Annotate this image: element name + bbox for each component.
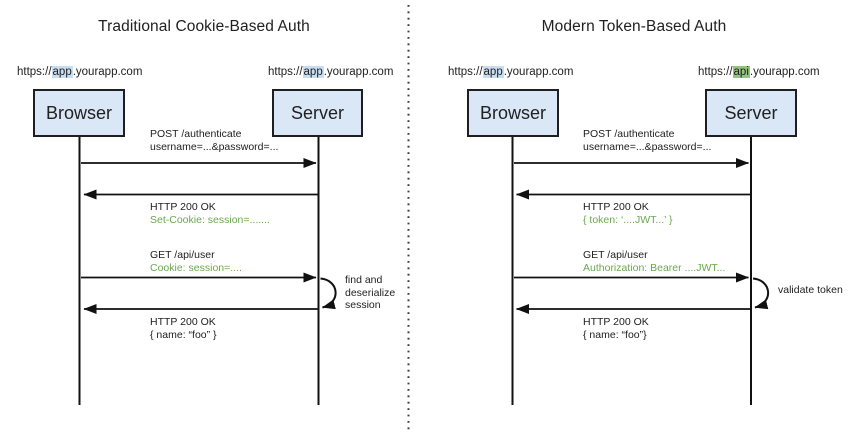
message-ok-token: HTTP 200 OK { token: ‘....JWT...’ } (583, 201, 672, 227)
message-line-highlighted: { token: ‘....JWT...’ } (583, 214, 673, 226)
browser-box-label: Browser (45, 102, 112, 123)
server-note: find and deserialize session (345, 274, 395, 312)
url-suffix: .yourapp.com (72, 66, 143, 78)
message-line: POST /authenticate (150, 128, 242, 140)
message-line: GET /api/user (150, 249, 215, 261)
browser-url-label: https://app.yourapp.com (17, 66, 142, 78)
message-line: { name: “foo”} (583, 329, 647, 341)
server-box-label: Server (290, 102, 344, 123)
note-line: validate token (778, 284, 843, 296)
panel-title: Modern Token-Based Auth (541, 18, 727, 35)
message-get-user: GET /api/user Authorization: Bearer ....… (583, 249, 725, 275)
browser-box: Browser (33, 89, 125, 137)
server-note: validate token (778, 284, 843, 297)
url-prefix: https:// (17, 66, 52, 78)
url-suffix: .yourapp.com (503, 66, 574, 78)
url-suffix: .yourapp.com (749, 66, 820, 78)
server-url-label: https://app.yourapp.com (268, 66, 393, 78)
message-post-auth: POST /authenticate username=...&password… (150, 128, 278, 154)
url-host-highlight: app (302, 66, 324, 78)
message-line: HTTP 200 OK (583, 316, 649, 328)
note-line: find and (345, 274, 383, 286)
message-line: username=...&password=... (583, 141, 712, 153)
message-line: username=...&password=... (150, 141, 279, 153)
message-post-auth: POST /authenticate username=...&password… (583, 128, 711, 154)
message-line-highlighted: Cookie: session=.... (150, 262, 242, 274)
server-url-label: https://api.yourapp.com (698, 66, 820, 78)
message-ok-cookie: HTTP 200 OK Set-Cookie: session=....... (150, 201, 270, 227)
message-line: HTTP 200 OK (150, 316, 216, 328)
panel-title: Traditional Cookie-Based Auth (98, 18, 310, 35)
url-host-highlight: app (482, 66, 504, 78)
message-get-user: GET /api/user Cookie: session=.... (150, 249, 242, 275)
message-line: GET /api/user (583, 249, 648, 261)
url-prefix: https:// (698, 66, 733, 78)
message-line: { name: “foo” } (150, 329, 217, 341)
url-prefix: https:// (268, 66, 303, 78)
server-self-loop-arrow (320, 277, 337, 310)
url-prefix: https:// (448, 66, 483, 78)
server-box: Server (705, 89, 797, 137)
message-line: POST /authenticate (583, 128, 675, 140)
url-host-highlight: api (732, 66, 750, 78)
browser-box-label: Browser (479, 102, 546, 123)
note-line: session (345, 299, 381, 311)
message-line: HTTP 200 OK (583, 201, 649, 213)
message-ok-name: HTTP 200 OK { name: “foo” } (150, 316, 217, 342)
browser-url-label: https://app.yourapp.com (448, 66, 573, 78)
message-line-highlighted: Set-Cookie: session=....... (150, 214, 270, 226)
url-suffix: .yourapp.com (323, 66, 394, 78)
server-self-loop-arrow (752, 277, 770, 310)
server-box-label: Server (724, 102, 778, 123)
message-line-highlighted: Authorization: Bearer ....JWT... (583, 262, 726, 274)
message-line: HTTP 200 OK (150, 201, 216, 213)
message-ok-name: HTTP 200 OK { name: “foo”} (583, 316, 649, 342)
url-host-highlight: app (51, 66, 73, 78)
server-box: Server (272, 89, 363, 137)
note-line: deserialize (345, 286, 396, 299)
browser-box: Browser (467, 89, 559, 137)
